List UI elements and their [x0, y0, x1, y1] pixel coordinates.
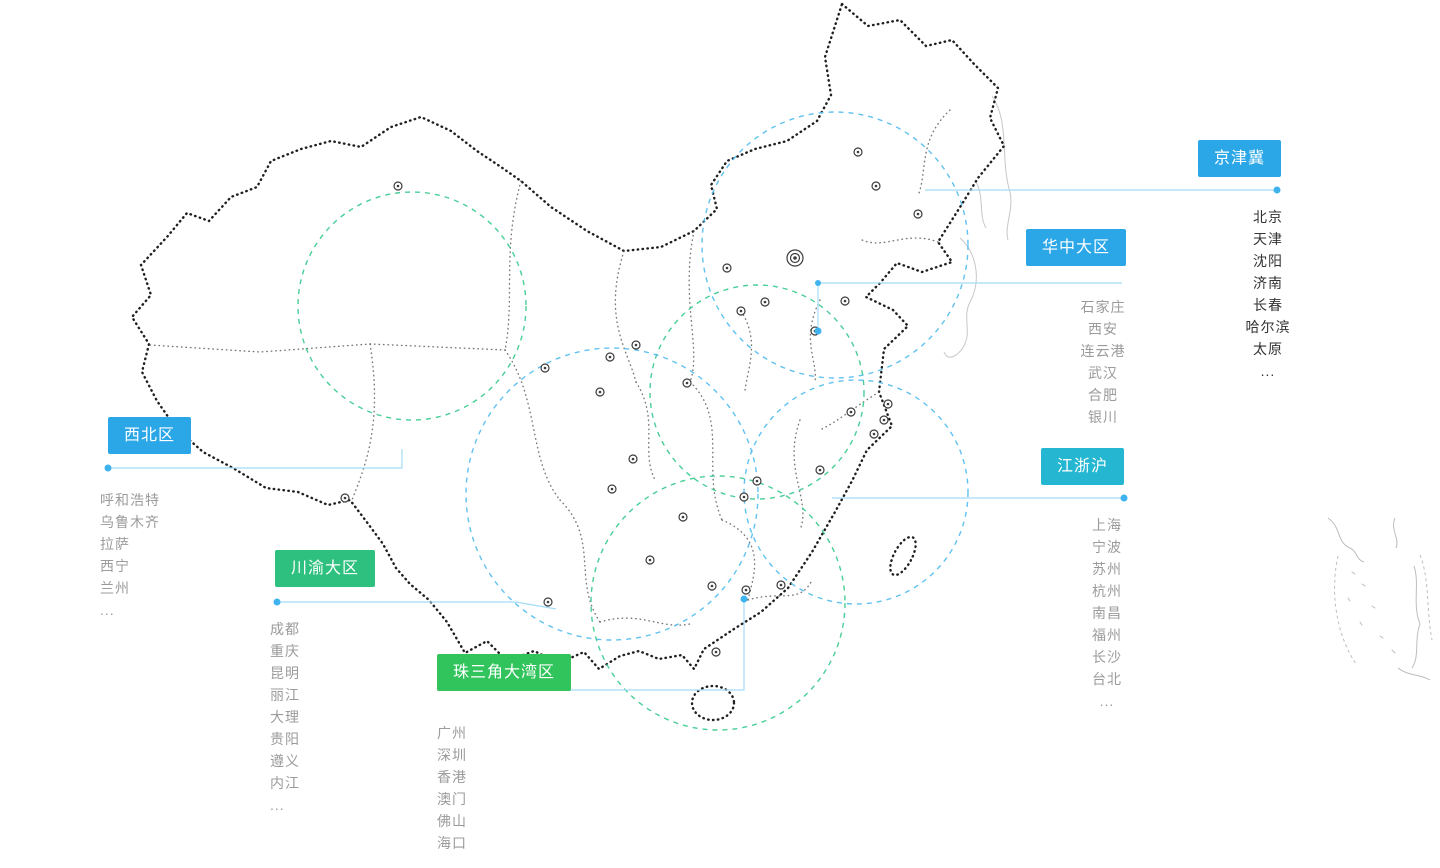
region-tag-huazhong[interactable]: 华中大区	[1026, 229, 1127, 266]
city-item: 长春	[1253, 297, 1283, 313]
region-tag-jingjinji[interactable]: 京津冀	[1198, 140, 1282, 177]
connector-huazhong	[814, 280, 1122, 335]
city-item: 广州	[437, 725, 467, 741]
region-circle-chuanyu	[465, 347, 759, 641]
city-item: 大理	[270, 709, 300, 725]
city-item: 苏州	[1092, 561, 1122, 577]
region-tag-jiangzhehu[interactable]: 江浙沪	[1041, 448, 1125, 485]
city-item: 呼和浩特	[100, 492, 160, 508]
city-item: 西宁	[100, 558, 130, 574]
region-city-list-huazhong: 石家庄西安连云港武汉合肥银川	[1043, 296, 1163, 428]
city-item: 福州	[1092, 627, 1122, 643]
city-item: 上海	[1092, 517, 1122, 533]
south-china-sea-inset	[1325, 515, 1437, 683]
connector-jiangzhehu	[832, 494, 1128, 502]
connector-chuanyu	[273, 598, 557, 610]
city-item: 长沙	[1092, 649, 1122, 665]
city-item: 哈尔滨	[1245, 319, 1291, 335]
connector-xibei	[104, 449, 403, 472]
city-item: 石家庄	[1080, 299, 1126, 315]
region-circle-xibei	[297, 191, 527, 421]
city-item: 杭州	[1092, 583, 1122, 599]
city-item: 内江	[270, 775, 300, 791]
city-item: 丽江	[270, 687, 300, 703]
city-item: 合肥	[1088, 387, 1118, 403]
region-city-list-xibei: 呼和浩特乌鲁木齐拉萨西宁兰州...	[100, 489, 240, 621]
city-item: 沈阳	[1253, 253, 1283, 269]
city-item: 连云港	[1080, 343, 1126, 359]
city-item: 佛山	[437, 813, 467, 829]
region-circles	[297, 111, 969, 731]
city-item: 成都	[270, 621, 300, 637]
region-tag-chuanyu[interactable]: 川渝大区	[275, 550, 376, 587]
city-markers	[340, 147, 923, 657]
city-item: ...	[100, 602, 115, 618]
city-item: 深圳	[437, 747, 467, 763]
city-item: 重庆	[270, 643, 300, 659]
city-item: 西安	[1088, 321, 1118, 337]
region-city-list-jingjinji: 北京天津沈阳济南长春哈尔滨太原...	[1208, 206, 1328, 382]
city-item: 太原	[1253, 341, 1283, 357]
region-circle-jingjinji	[701, 111, 969, 379]
city-item: ...	[1260, 363, 1276, 379]
region-circle-zhusanjiao	[590, 475, 846, 731]
city-item: 贵阳	[270, 731, 300, 747]
region-circle-huazhong	[649, 284, 865, 500]
city-item: 宁波	[1092, 539, 1122, 555]
china-national-boundary	[130, 1, 1006, 722]
city-item: 北京	[1253, 209, 1283, 225]
city-item: 济南	[1253, 275, 1283, 291]
connectors	[104, 186, 1281, 691]
city-item: 遵义	[270, 753, 300, 769]
neighbor-coastlines	[943, 95, 1012, 358]
region-tag-zhusanjiao[interactable]: 珠三角大湾区	[437, 654, 572, 691]
city-item: 南昌	[1092, 605, 1122, 621]
province-boundaries	[149, 109, 951, 626]
region-city-list-chuanyu: 成都重庆昆明丽江大理贵阳遵义内江...	[270, 618, 390, 816]
hainan-island	[690, 684, 736, 722]
city-item: ...	[437, 857, 452, 868]
city-item: 台北	[1092, 671, 1122, 687]
city-marker-set	[340, 147, 923, 657]
city-item: 武汉	[1088, 365, 1118, 381]
region-city-list-zhusanjiao: 广州深圳香港澳门佛山海口...	[437, 722, 567, 868]
city-item: 乌鲁木齐	[100, 514, 160, 530]
city-item: ...	[1099, 693, 1115, 709]
city-item: 拉萨	[100, 536, 130, 552]
city-item: 兰州	[100, 580, 130, 596]
city-item: 香港	[437, 769, 467, 785]
region-tag-xibei[interactable]: 西北区	[108, 417, 192, 454]
capital-marker	[786, 249, 804, 267]
taiwan-island	[889, 535, 917, 577]
city-item: 澳门	[437, 791, 467, 807]
region-circle-jiangzhehu	[743, 379, 969, 605]
city-item: 银川	[1088, 409, 1118, 425]
region-city-list-jiangzhehu: 上海宁波苏州杭州南昌福州长沙台北...	[1047, 514, 1167, 712]
connector-jingjinji	[925, 186, 1281, 194]
city-item: ...	[270, 797, 285, 813]
city-item: 海口	[437, 835, 467, 851]
city-item: 昆明	[270, 665, 300, 681]
city-item: 天津	[1253, 231, 1283, 247]
connector-zhusanjiao	[570, 595, 748, 691]
